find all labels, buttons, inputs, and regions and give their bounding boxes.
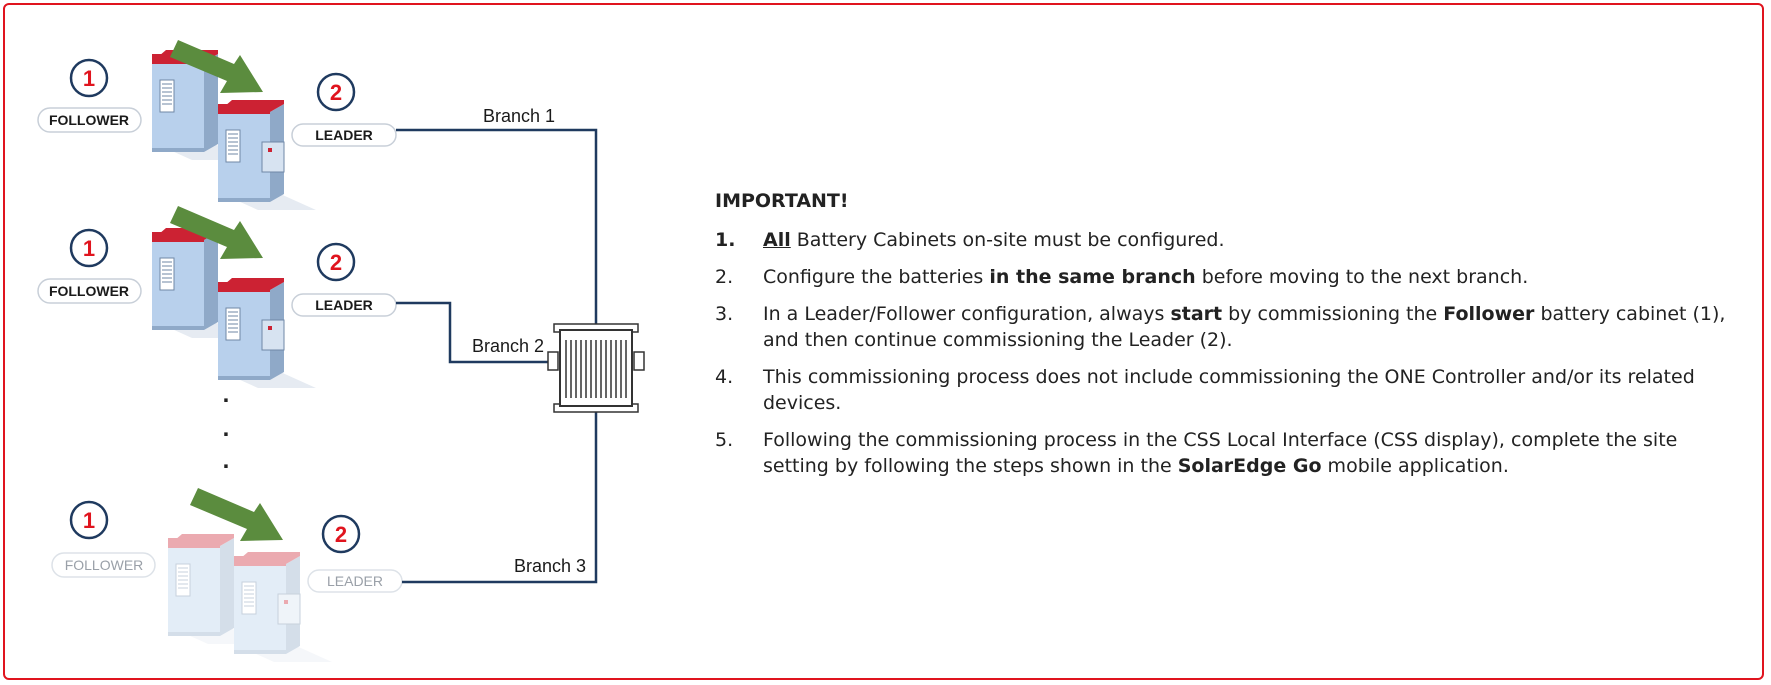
ellipsis-dot-1: . xyxy=(223,381,230,408)
note-text: mobile application. xyxy=(1321,455,1509,477)
follower-number-1: 1 xyxy=(83,66,95,91)
follower-label-3: FOLLOWER xyxy=(65,557,144,573)
follower-badge-2 xyxy=(69,228,109,268)
note-item-3: 3. In a Leader/Follower configuration, a… xyxy=(715,301,1745,353)
branch-label-1: Branch 1 xyxy=(483,106,555,126)
follower-number-3: 1 xyxy=(83,508,95,533)
note-text: Configure the batteries xyxy=(763,266,990,288)
note-text: This commissioning process does not incl… xyxy=(763,366,1695,414)
note-emphasis: start xyxy=(1170,303,1223,325)
note-emphasis: All xyxy=(763,229,791,251)
note-text: battery cabinet (1), and then continue c… xyxy=(763,303,1726,351)
follower-label-1: FOLLOWER xyxy=(49,112,129,128)
follower-number-2: 1 xyxy=(83,236,95,261)
notes-list: 1. All Battery Cabinets on-site must be … xyxy=(715,227,1745,479)
note-number: 2. xyxy=(715,266,734,288)
follower-tag-2 xyxy=(37,278,142,304)
branch-label-3: Branch 3 xyxy=(514,556,586,576)
follower-label-2: FOLLOWER xyxy=(49,283,129,299)
leader-cabinet-3 xyxy=(234,552,332,662)
leader-number-2: 2 xyxy=(330,250,342,275)
note-item-2: 2. Configure the batteries in the same b… xyxy=(715,264,1745,290)
follower-badge-3 xyxy=(69,500,109,540)
ellipsis-dot-2: . xyxy=(223,415,230,442)
note-text: Following the commissioning process in t… xyxy=(763,429,1678,477)
note-text: In a Leader/Follower configuration, alwa… xyxy=(763,303,1171,325)
branch-line-2 xyxy=(396,301,548,364)
transfer-arrow-3 xyxy=(190,488,283,541)
battery-branch-diagram: 1 FOLLOWER 2 LEADER Branch 1 1 FOLLOWER … xyxy=(37,40,645,685)
leader-tag-2 xyxy=(291,293,397,317)
leader-cabinet-1 xyxy=(218,100,316,210)
follower-tag-3 xyxy=(51,552,156,578)
transfer-arrow-2 xyxy=(170,206,263,259)
leader-badge-2 xyxy=(316,242,356,282)
branch-line-3 xyxy=(402,410,598,584)
important-notes: IMPORTANT! 1. All Battery Cabinets on-si… xyxy=(715,188,1745,490)
leader-tag-1 xyxy=(291,123,397,147)
leader-label-1: LEADER xyxy=(315,127,373,143)
note-number: 4. xyxy=(715,366,734,388)
note-number: 1. xyxy=(715,229,736,251)
leader-badge-3 xyxy=(321,514,361,554)
note-emphasis: SolarEdge Go xyxy=(1177,455,1322,477)
combiner-box-icon xyxy=(547,323,645,413)
group-1: 1 FOLLOWER 2 LEADER Branch 1 xyxy=(37,40,555,210)
leader-number-3: 2 xyxy=(335,522,347,547)
note-item-1: 1. All Battery Cabinets on-site must be … xyxy=(715,227,1745,253)
note-text: by commissioning the xyxy=(1222,303,1444,325)
branch-lines xyxy=(396,128,598,584)
diagram-frame xyxy=(3,3,1764,680)
note-number: 5. xyxy=(715,429,734,451)
ellipsis-dot-3: . xyxy=(223,447,230,474)
note-emphasis: Follower xyxy=(1443,303,1535,325)
follower-tag-1 xyxy=(37,107,142,133)
branch-label-2: Branch 2 xyxy=(472,336,544,356)
leader-badge-1 xyxy=(316,72,356,112)
note-text: Battery Cabinets on-site must be configu… xyxy=(790,229,1225,251)
note-emphasis: in the same branch xyxy=(989,266,1196,288)
leader-number-1: 2 xyxy=(330,80,342,105)
leader-label-3: LEADER xyxy=(327,573,383,589)
branch-line-1 xyxy=(396,128,598,330)
note-item-4: 4. This commissioning process does not i… xyxy=(715,364,1745,416)
follower-badge-1 xyxy=(69,58,109,98)
note-number: 3. xyxy=(715,303,734,325)
note-item-5: 5. Following the commissioning process i… xyxy=(715,427,1745,479)
group-2: 1 FOLLOWER 2 LEADER Branch 2 xyxy=(37,206,544,388)
notes-heading: IMPORTANT! xyxy=(715,190,849,212)
note-text: before moving to the next branch. xyxy=(1195,266,1529,288)
transfer-arrow-1 xyxy=(170,40,263,93)
leader-label-2: LEADER xyxy=(315,297,373,313)
group-3: 1 FOLLOWER 2 LEADER Branch 3 xyxy=(51,488,586,662)
